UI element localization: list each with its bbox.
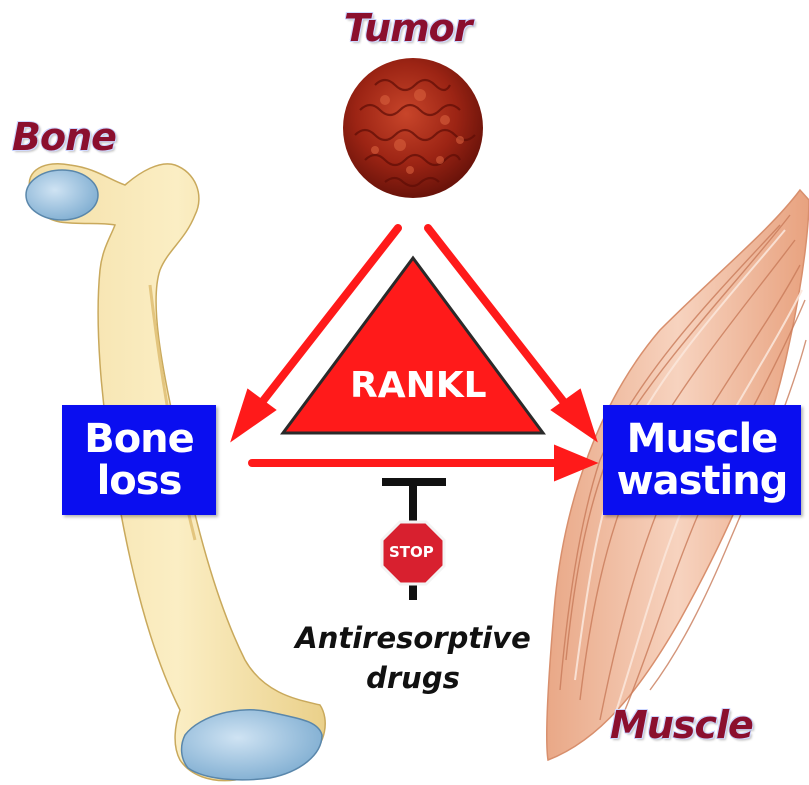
bone-loss-line2: loss <box>97 460 182 502</box>
rankl-triangle <box>283 258 543 433</box>
muscle-wasting-line1: Muscle <box>627 418 778 460</box>
muscle-wasting-line2: wasting <box>617 460 788 502</box>
bone-title: Bone <box>12 115 116 159</box>
stop-label: STOP <box>389 543 434 561</box>
tumor-title: Tumor <box>344 6 472 50</box>
drugs-caption: Antiresorptive drugs <box>282 618 544 698</box>
drugs-caption-line1: Antiresorptive <box>282 618 544 658</box>
rankl-label: RANKL <box>350 365 487 406</box>
bone-loss-line1: Bone <box>84 418 194 460</box>
drugs-caption-line2: drugs <box>282 658 544 698</box>
muscle-wasting-box: Muscle wasting <box>603 405 801 515</box>
tumor-cell-icon <box>343 58 483 198</box>
muscle-title: Muscle <box>610 703 753 747</box>
bone-loss-box: Bone loss <box>62 405 216 515</box>
